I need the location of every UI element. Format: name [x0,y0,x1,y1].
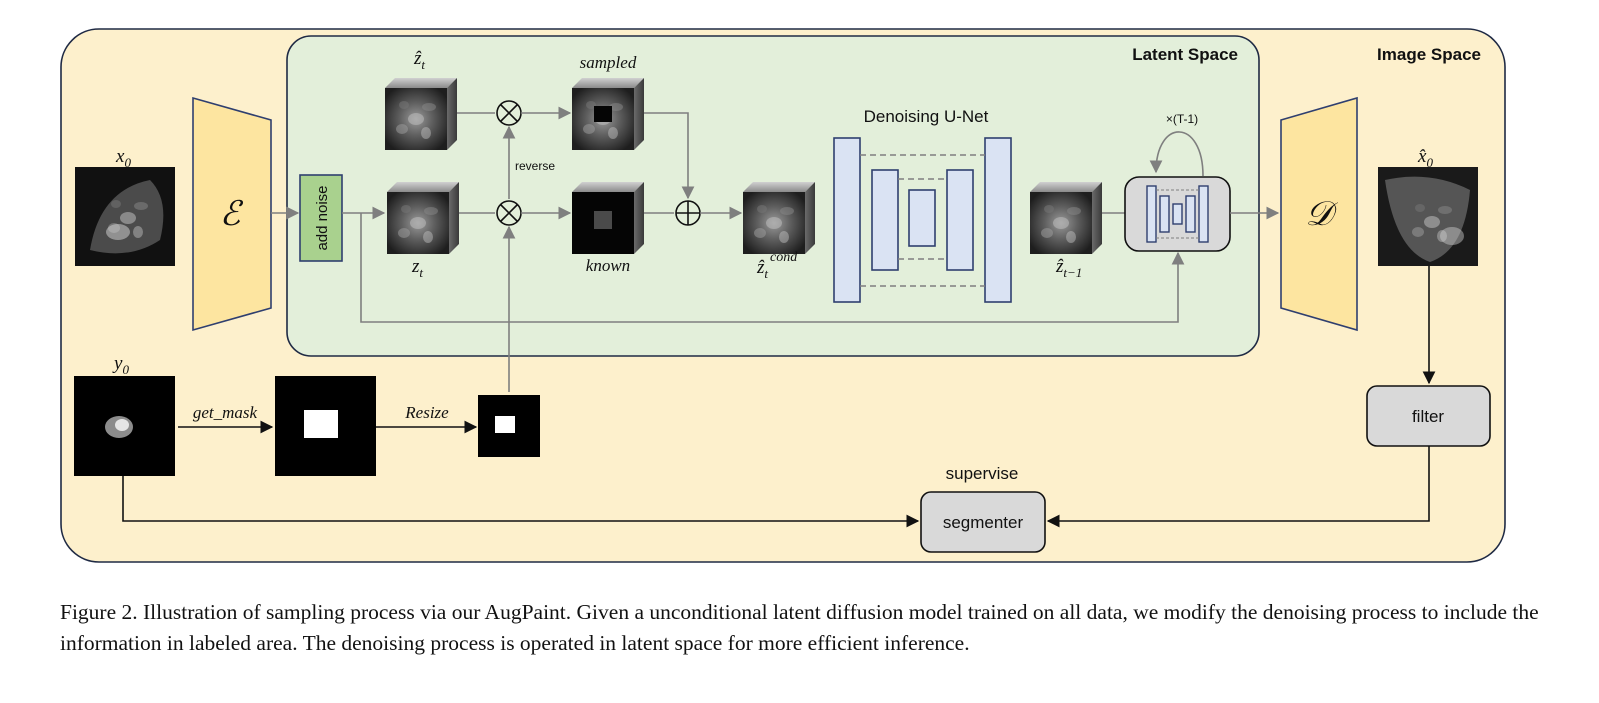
image-space-label: Image Space [1377,45,1481,64]
known-label: known [586,256,630,275]
z-cond-cube [743,182,815,254]
box-mask-image [275,376,376,476]
sampled-label: sampled [580,53,637,72]
x0-image [75,167,175,266]
z-hat-t-label: ẑt [413,48,425,72]
decoder-block [1280,96,1358,332]
repeat-label: ×(T-1) [1166,112,1198,126]
x0-hat-image [1378,167,1478,266]
z-hat-t-cube [385,78,457,150]
get-mask-label: get_mask [193,403,258,422]
add-noise-block [299,174,343,262]
z-t-label: zt [411,256,423,280]
encoder-block [192,96,272,332]
y0-image [74,376,175,476]
sampled-cube [572,78,644,150]
resize-label: Resize [404,403,449,422]
y0-label: y0 [112,353,129,377]
unet-block [833,137,1012,303]
add-noise-label: add noise [314,185,331,250]
z-prev-label: ẑt−1 [1055,256,1082,280]
x0-label: x0 [115,146,131,170]
segmenter-label: segmenter [943,513,1024,532]
diagram-canvas: Image Space Latent Space x0 ℰ add noise … [60,28,1506,563]
figure-caption: Figure 2. Illustration of sampling proce… [60,600,1539,655]
known-cube [572,182,644,254]
x0-hat-label: x̂0 [1417,146,1433,170]
reverse-label: reverse [515,159,555,173]
resized-mask-image [478,395,540,457]
latent-space-label: Latent Space [1132,45,1238,64]
segmenter-box [920,491,1046,553]
supervise-label: supervise [946,464,1019,483]
filter-label: filter [1412,407,1444,426]
unet-label: Denoising U-Net [864,107,989,126]
z-prev-cube [1030,182,1102,254]
iteration-block [1124,176,1231,252]
plus-icon [675,200,701,226]
encoder-symbol: ℰ [220,196,244,233]
z-cond-label: ẑtcond [756,250,798,281]
z-t-cube [387,182,459,254]
repeat-loop-arrow [1149,131,1204,177]
